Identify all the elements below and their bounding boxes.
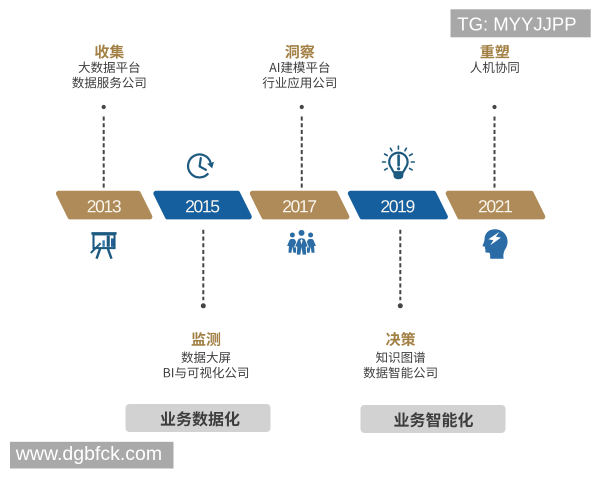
svg-text:www.dgbfck.com: www.dgbfck.com	[15, 443, 162, 465]
svg-text:TG: MYYJJPP: TG: MYYJJPP	[457, 14, 576, 35]
